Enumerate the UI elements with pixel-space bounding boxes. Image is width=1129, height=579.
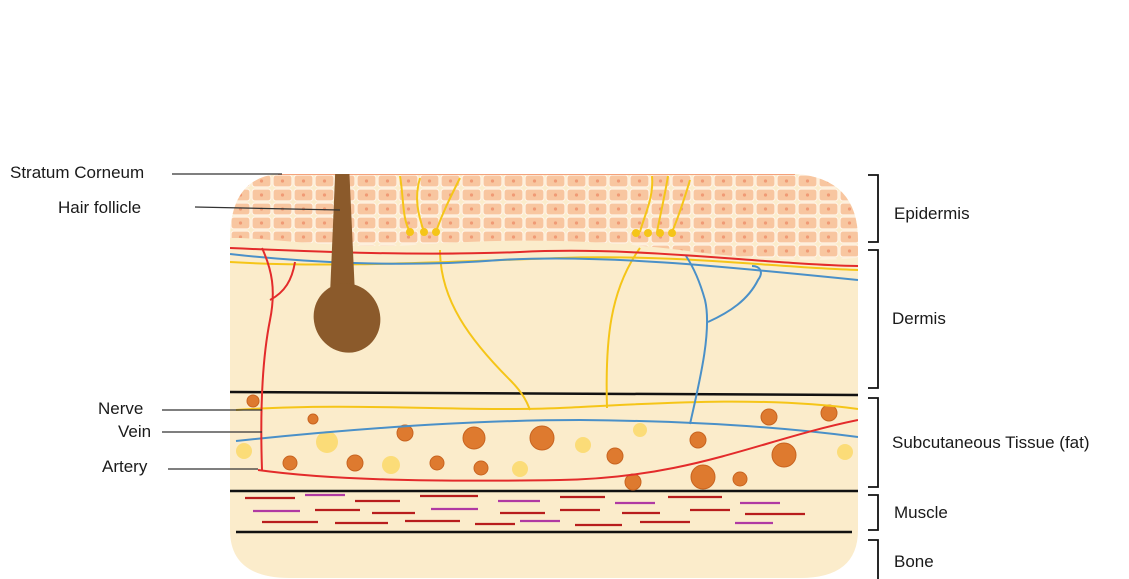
label-artery: Artery bbox=[102, 457, 148, 476]
label-stratum-corneum: Stratum Corneum bbox=[10, 163, 144, 182]
hair-shaft bbox=[330, 12, 355, 295]
label-hair-follicle: Hair follicle bbox=[58, 198, 141, 217]
label-muscle: Muscle bbox=[894, 503, 948, 522]
label-epidermis: Epidermis bbox=[894, 204, 970, 223]
layer-brackets bbox=[868, 175, 878, 579]
skin-block bbox=[228, 12, 862, 579]
label-nerve: Nerve bbox=[98, 399, 143, 418]
label-dermis: Dermis bbox=[892, 309, 946, 328]
label-bone: Bone bbox=[894, 552, 934, 571]
label-vein: Vein bbox=[118, 422, 151, 441]
label-subcutaneous: Subcutaneous Tissue (fat) bbox=[892, 433, 1090, 452]
